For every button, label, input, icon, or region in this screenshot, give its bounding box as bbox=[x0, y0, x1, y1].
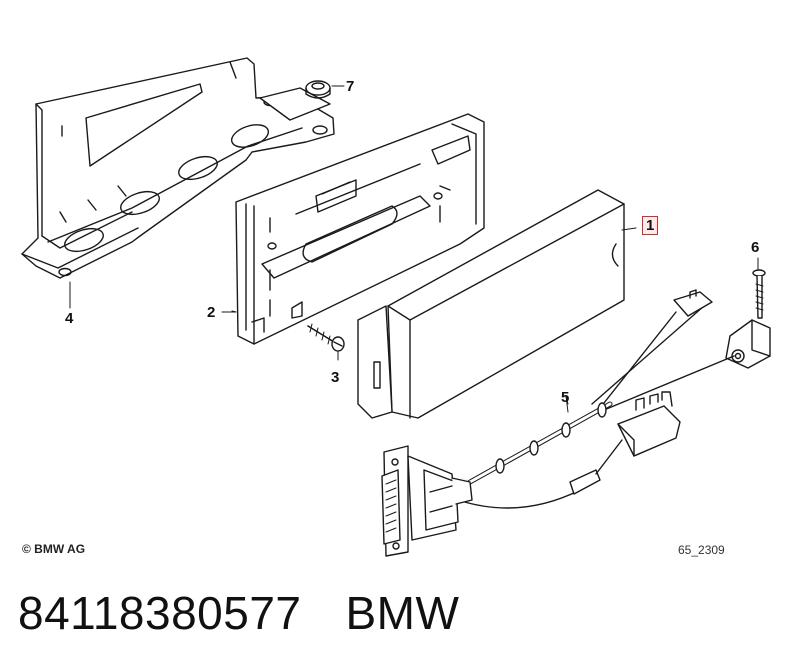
callout-2: 2 bbox=[207, 304, 216, 321]
part-number: 84118380577 bbox=[18, 587, 302, 639]
control-unit bbox=[357, 189, 637, 419]
figure-id: 65_2309 bbox=[678, 543, 725, 557]
mounting-bracket bbox=[21, 57, 335, 279]
wiring-harness bbox=[381, 289, 735, 557]
callout-7: 7 bbox=[346, 78, 355, 95]
callout-4: 4 bbox=[65, 310, 74, 327]
callout-leaders bbox=[69, 257, 759, 405]
callout-1: 1 bbox=[642, 216, 659, 235]
callout-3: 3 bbox=[331, 369, 340, 386]
part-footer: 84118380577 BMW bbox=[18, 586, 459, 640]
grommet bbox=[305, 80, 345, 99]
mounting-plate bbox=[231, 113, 485, 345]
antenna-connector bbox=[725, 269, 771, 369]
callout-6: 6 bbox=[751, 239, 760, 256]
callout-5: 5 bbox=[561, 389, 570, 406]
screw bbox=[307, 323, 345, 361]
copyright-notice: © BMW AG bbox=[22, 542, 86, 556]
brand-name: BMW bbox=[345, 587, 460, 639]
